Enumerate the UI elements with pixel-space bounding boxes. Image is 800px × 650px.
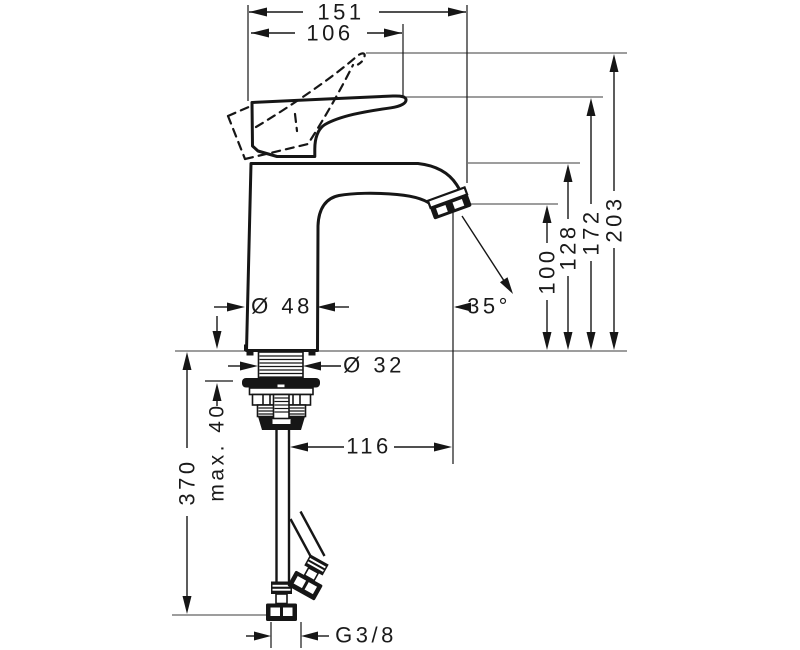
dimension-shank-diameter: Ø 32 (228, 353, 405, 378)
hose-angled-right-edge (299, 510, 326, 557)
label-g38: G3/8 (335, 623, 397, 648)
dimension-hose-length: 370 (175, 352, 200, 614)
dimension-max-counter-thickness: max. 40 (206, 316, 229, 502)
label-116: 116 (346, 434, 392, 459)
hose-fitting-angled (287, 554, 329, 601)
dimension-width-total: 151 (249, 0, 466, 25)
label-dia-32: Ø 32 (343, 353, 405, 378)
dimension-height-handle: 172 (579, 98, 604, 350)
mounting-flange (242, 378, 320, 388)
shank-threads (259, 355, 303, 378)
label-dia-48: Ø 48 (251, 294, 313, 319)
dimension-connection-thread: G3/8 (246, 623, 397, 648)
dimension-height-spout: 128 (556, 164, 581, 350)
faucet (226, 52, 472, 352)
aerator (426, 185, 472, 220)
label-203: 203 (602, 195, 627, 242)
faucet-body-spout (245, 162, 464, 352)
extension-lines (247, 5, 468, 648)
mounting-assembly (242, 344, 320, 430)
nut-slots (262, 394, 301, 405)
dimension-hose-offset: 116 (290, 434, 452, 459)
pull-rod-threads (274, 397, 289, 413)
dimension-height-total: 203 (602, 54, 627, 350)
supply-hoses (266, 430, 329, 621)
label-172: 172 (579, 208, 604, 255)
reference-lines (172, 52, 627, 616)
shank-foot-slot (272, 419, 291, 424)
faucet-handle (250, 94, 408, 158)
label-128: 128 (556, 223, 581, 270)
base-tab-right (308, 351, 316, 356)
dimension-height-outlet: 100 (535, 205, 560, 350)
washer-plate (248, 387, 314, 396)
label-106: 106 (306, 21, 353, 46)
dimension-width-spout: 106 (251, 21, 402, 46)
label-100: 100 (535, 247, 560, 294)
base-tab-left (246, 351, 254, 356)
hose-fitting-vertical (266, 581, 297, 621)
label-151: 151 (317, 0, 364, 25)
dimension-spray-angle: 35° (454, 215, 513, 319)
handle-raised-position-dashed (226, 52, 366, 161)
flange-notch (277, 384, 285, 389)
label-370: 370 (175, 458, 200, 505)
dimension-body-diameter: Ø 48 (214, 294, 349, 319)
label-35deg: 35° (467, 294, 511, 319)
label-max-40: max. 40 (206, 402, 229, 501)
